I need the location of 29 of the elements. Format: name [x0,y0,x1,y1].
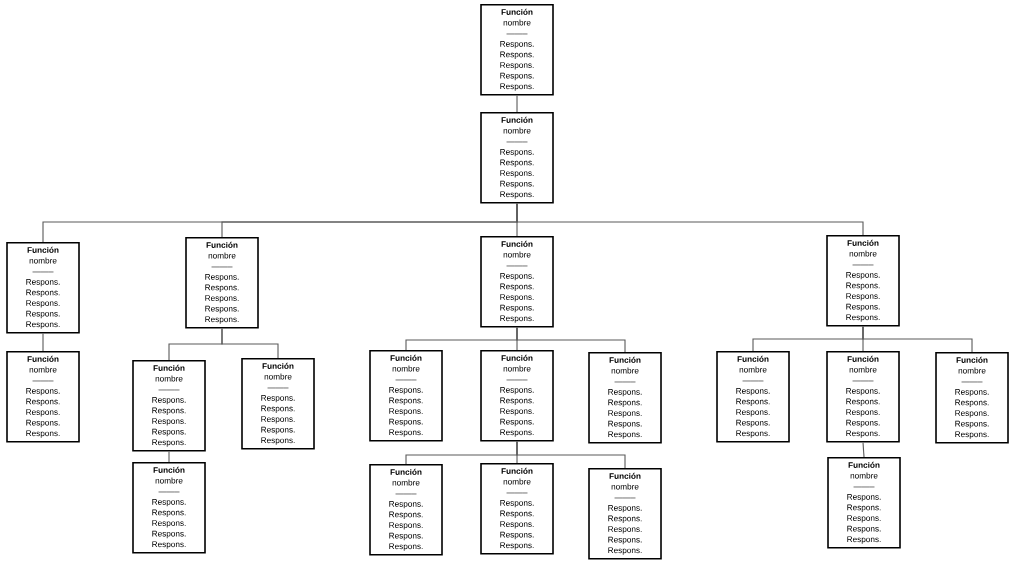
position-box: Función nombre ——– Respons. Respons. Respons. Respons. Respons. [716,351,790,443]
connector-line [42,333,44,352]
connector-line [516,327,626,353]
position-box: Función nombre ——– Respons. Respons. Respons. Respons. Respons. [480,350,554,442]
position-box: Función nombre ——– Respons. Respons. Respons. Respons. Respons. [480,4,554,96]
position-box: Función nombre ——– Respons. Respons. Respons. Respons. Respons. [6,351,80,443]
position-box: Función nombre ——– Respons. Respons. Respons. Respons. Respons. [826,351,900,443]
position-box: Función nombre ——– Respons. Respons. Respons. Respons. Respons. [6,242,80,334]
position-box: Función nombre ——– Respons. Respons. Respons. Respons. Respons. [480,112,554,204]
connector-line [221,328,279,359]
position-box: Función nombre ——– Respons. Respons. Respons. Respons. Respons. [480,463,554,555]
position-box: Función nombre ——– Respons. Respons. Respons. Respons. Respons. [480,236,554,328]
position-box: Función nombre ——– Respons. Respons. Respons. Respons. Respons. [588,468,662,560]
position-box: Función nombre ——– Respons. Respons. Respons. Respons. Respons. [588,352,662,444]
position-box: Función nombre ——– Respons. Respons. Respons. Respons. Respons. [827,457,901,549]
position-box: Función nombre ——– Respons. Respons. Respons. Respons. Respons. [935,352,1009,444]
position-box: Función nombre ——– Respons. Respons. Respons. Respons. Respons. [241,358,315,450]
connector-line [516,441,626,469]
position-box: Función nombre ——– Respons. Respons. Respons. Respons. Respons. [369,464,443,556]
position-box: Función nombre ——– Respons. Respons. Respons. Respons. Respons. [826,235,900,327]
position-box: Función nombre ——– Respons. Respons. Respons. Respons. Respons. [132,462,206,554]
connector-line [516,95,518,113]
position-box: Función nombre ——– Respons. Respons. Respons. Respons. Respons. [369,350,443,442]
connector-line [168,451,170,463]
connector-line [862,442,865,458]
position-box: Función nombre ——– Respons. Respons. Respons. Respons. Respons. [185,237,259,329]
position-box: Función nombre ——– Respons. Respons. Respons. Respons. Respons. [132,360,206,452]
connector-line [516,203,864,236]
connector-line [862,326,973,353]
